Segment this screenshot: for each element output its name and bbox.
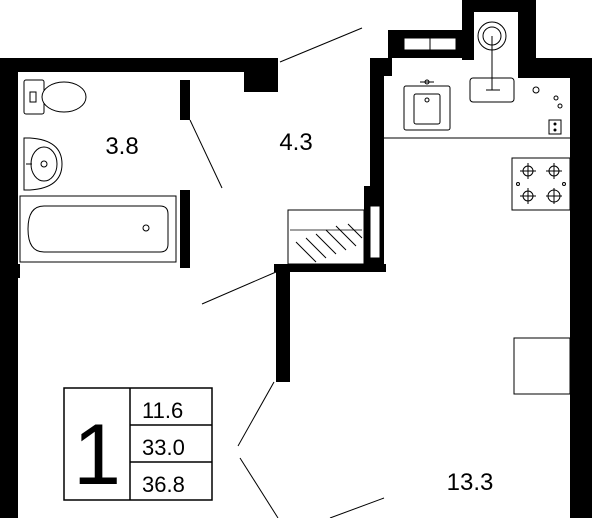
wall-left [0,58,18,518]
bathtub-icon [19,195,177,263]
wardrobe [287,209,365,265]
wall-shaft-right [518,0,536,78]
bathroom-door-swing [189,119,223,189]
area-legend: 1 11.6 33.0 36.8 [63,387,213,503]
room-area-hallway: 4.3 [279,129,312,156]
legend-frame [63,387,213,501]
living-window [513,337,571,395]
wall-kitchen-left-upper [370,58,384,186]
doors [189,27,385,518]
wall-bath-bottom-stub [0,264,20,278]
wall-shaft-left [462,0,474,60]
wall-jog [244,58,278,92]
living-door-swing-b [239,457,279,518]
entry-door-swing [279,27,363,63]
room-area-living: 13.3 [447,469,494,496]
wall-right [570,58,592,518]
wall-hall-living [276,264,290,382]
electric-socket-icon [548,95,563,135]
legend-room-count: 1 [73,407,121,503]
room-area-bathroom: 3.8 [105,133,138,160]
washbasin-icon [23,137,63,191]
wall-hall-bottom [274,264,386,272]
wall-bath-partition-low [180,190,190,268]
wall-shaft-top [462,0,534,12]
kitchen-sink-icon [403,79,451,131]
legend-area-with-balcony: 36.8 [142,472,185,497]
wall-bath-partition [180,80,190,120]
wall-top-left [0,58,278,72]
toilet-icon [23,79,87,115]
living-door-swing-c [329,497,385,518]
wardrobe-slot [369,205,381,259]
legend-total-area: 33.0 [142,435,185,460]
living-door-swing-a [237,381,275,447]
gas-stove-icon [511,157,571,211]
boiler-icon [469,21,540,103]
legend-living-area: 11.6 [142,398,183,423]
bathroom-door-swing-low [201,271,277,305]
